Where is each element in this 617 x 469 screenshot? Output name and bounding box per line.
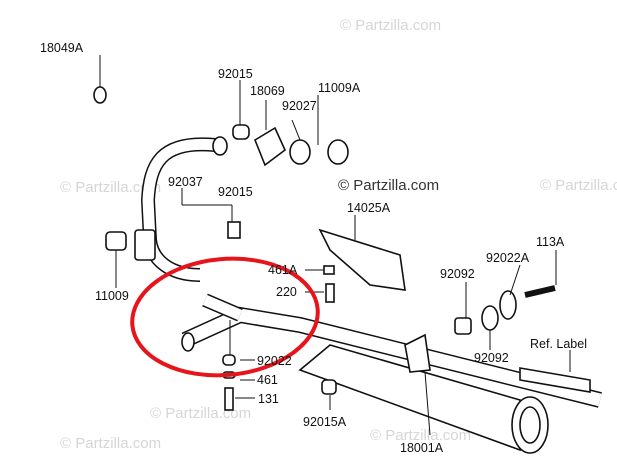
watermark-main: © Partzilla.com (338, 177, 439, 194)
watermark: © Partzilla.com (540, 177, 617, 194)
pipe-center (140, 136, 228, 282)
part-label-220[interactable]: 220 (276, 285, 297, 299)
part-label-92015[interactable]: 92015 (218, 67, 253, 81)
part-label-18001A[interactable]: 18001A (400, 441, 444, 455)
part-label-92037[interactable]: 92037 (168, 175, 203, 189)
part-label-461[interactable]: 461 (257, 373, 278, 387)
part-label-ref-label[interactable]: Ref. Label (530, 337, 587, 351)
y-pipe (181, 293, 602, 408)
part-label-461A[interactable]: 461A (268, 263, 298, 277)
watermark: © Partzilla.com (370, 427, 471, 444)
part-label-131[interactable]: 131 (258, 392, 279, 406)
highlight-circle (130, 256, 320, 378)
part-label-18069[interactable]: 18069 (250, 84, 285, 98)
pipe-18049A (16, 86, 107, 231)
leader-lines (99, 55, 571, 436)
part-label-92022A[interactable]: 92022A (486, 251, 530, 265)
watermark: © Partzilla.com (60, 179, 161, 196)
part-label-92022[interactable]: 92022 (257, 354, 292, 368)
part-label-11009[interactable]: 11009 (95, 289, 129, 303)
watermark: © Partzilla.com (150, 405, 251, 422)
small-parts (105, 124, 591, 411)
part-label-18049A[interactable]: 18049A (40, 41, 84, 55)
part-label-11009A[interactable]: 11009A (318, 81, 361, 95)
part-label-14025A[interactable]: 14025A (347, 201, 391, 215)
part-label-92027[interactable]: 92027 (282, 99, 317, 113)
part-label-113A[interactable]: 113A (536, 235, 565, 249)
part-label-92092[interactable]: 92092 (440, 267, 475, 281)
part-label-92092-b[interactable]: 92092 (474, 351, 509, 365)
muffler-18001A (298, 333, 549, 454)
part-label-92015-b[interactable]: 92015 (218, 185, 253, 199)
part-label-92015A[interactable]: 92015A (303, 415, 347, 429)
watermark: © Partzilla.com (60, 435, 161, 452)
watermark: © Partzilla.com (340, 17, 441, 34)
